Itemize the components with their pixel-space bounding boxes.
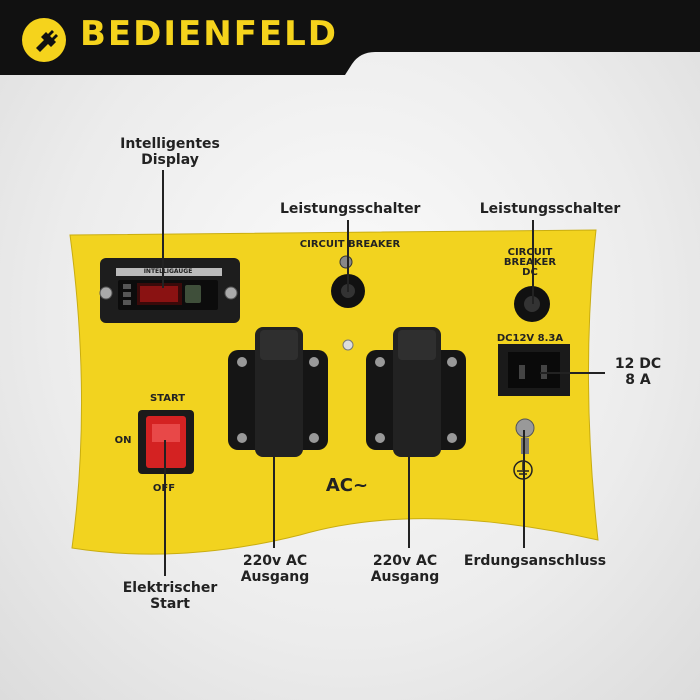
dc-outlet bbox=[498, 344, 570, 396]
breaker-callout-2: Leistungsschalter bbox=[479, 201, 621, 217]
display-callout-line1: Intelligentes bbox=[120, 136, 220, 152]
display-leader-line bbox=[162, 170, 164, 288]
dc-callout-line1: 12 DC bbox=[614, 356, 662, 372]
ground-leader-line bbox=[523, 430, 525, 548]
ac-outlet-right bbox=[366, 327, 466, 457]
breaker2-leader-line bbox=[532, 220, 534, 304]
start-callout-line2: Start bbox=[150, 596, 190, 612]
start-label: START bbox=[149, 393, 186, 404]
breaker1-leader-line bbox=[347, 220, 349, 292]
display-callout-line2: Display bbox=[141, 152, 199, 168]
plug-icon bbox=[22, 18, 66, 62]
start-leader-line bbox=[164, 440, 166, 576]
circuit-breaker-label: CIRCUIT BREAKER bbox=[299, 239, 401, 250]
ac2-leader-line bbox=[408, 400, 410, 548]
ac2-callout-line1: 220v AC bbox=[372, 553, 438, 569]
ac1-callout-line1: 220v AC bbox=[242, 553, 308, 569]
ac-outlet-left bbox=[228, 327, 328, 457]
display-unit bbox=[99, 258, 240, 323]
dc-rating-label: DC12V 8.3A bbox=[496, 333, 564, 344]
off-label: OFF bbox=[148, 484, 180, 494]
ground-callout: Erdungsanschluss bbox=[463, 553, 607, 569]
dc-breaker-knob bbox=[514, 286, 550, 322]
display-brand: INTELLIGAUGE bbox=[143, 268, 193, 275]
header-background bbox=[0, 0, 700, 75]
dc-breaker-label-3: DC bbox=[522, 267, 538, 278]
breaker-callout-1: Leistungsschalter bbox=[280, 201, 421, 217]
on-label: ON bbox=[114, 435, 132, 446]
page-title: BEDIENFELD bbox=[80, 14, 339, 54]
ac1-leader-line bbox=[273, 400, 275, 548]
ac1-callout-line2: Ausgang bbox=[240, 569, 310, 585]
ac2-callout-line2: Ausgang bbox=[370, 569, 440, 585]
header-bar: BEDIENFELD bbox=[0, 0, 700, 80]
dc-breaker-label-1: CIRCUIT bbox=[507, 247, 553, 258]
dc-breaker-label-2: BREAKER bbox=[503, 257, 557, 268]
start-callout-line1: Elektrischer bbox=[122, 580, 218, 596]
dc-callout-line2: 8 A bbox=[625, 372, 651, 388]
start-switch bbox=[138, 410, 194, 474]
ac-symbol: AC~ bbox=[325, 475, 369, 496]
dc-leader-line bbox=[540, 372, 605, 374]
